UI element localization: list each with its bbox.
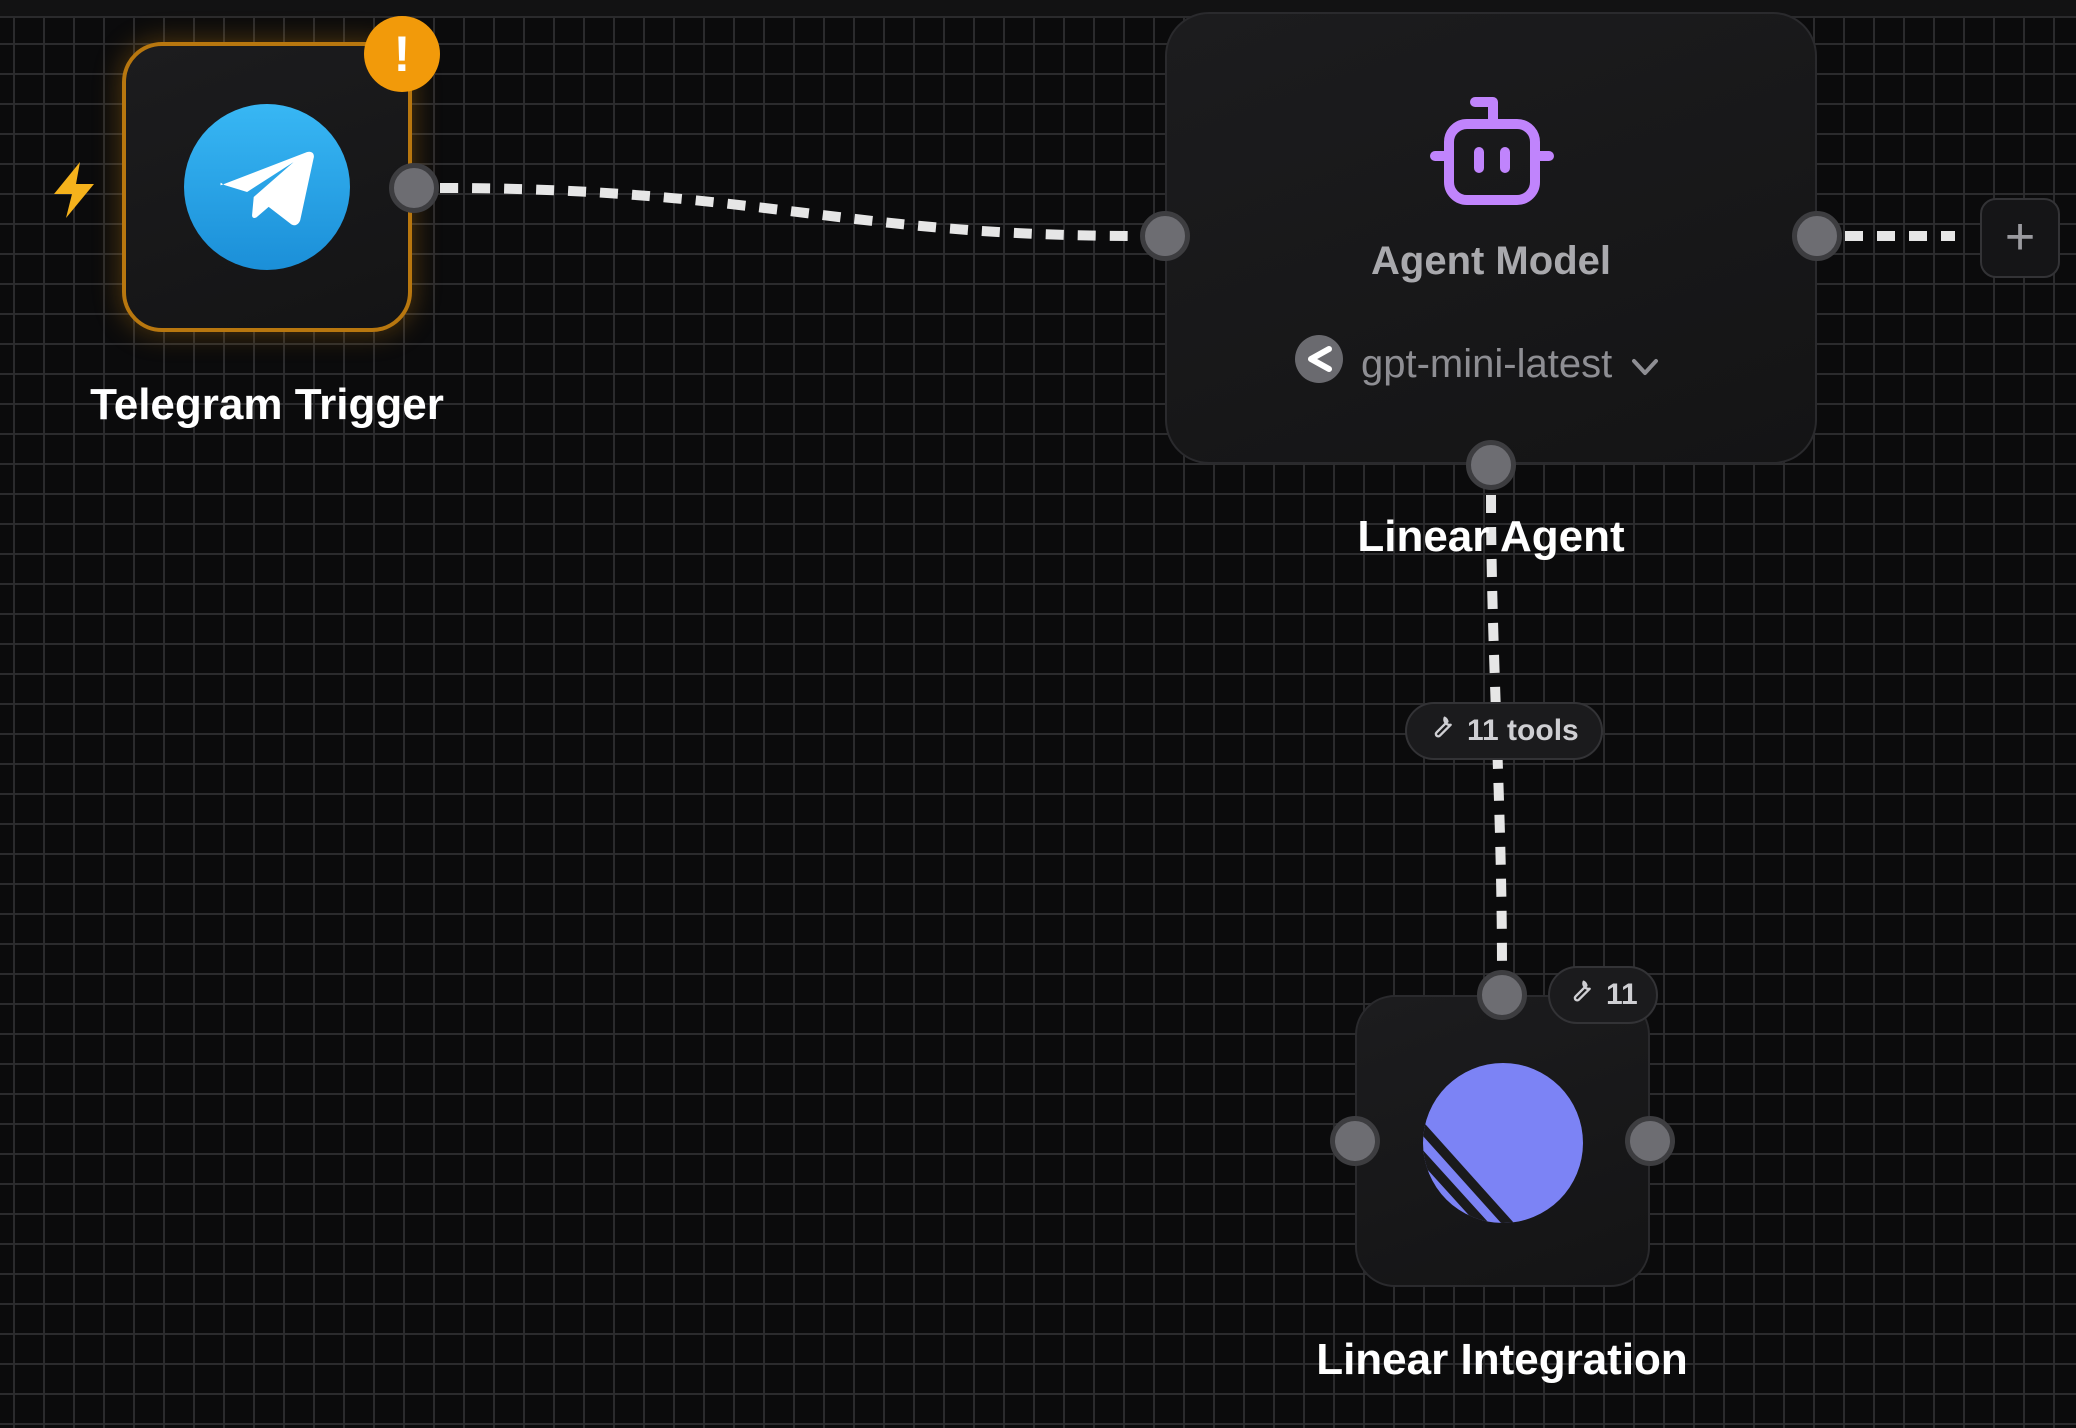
add-node-button[interactable]: + — [1980, 198, 2060, 278]
telegram-output-port[interactable] — [389, 163, 439, 213]
tools-count-pill[interactable]: 11 tools — [1405, 702, 1603, 760]
linear-logo-icon — [1423, 1063, 1583, 1228]
agent-card-title: Agent Model — [1371, 239, 1611, 283]
tools-badge-count: 11 — [1606, 978, 1638, 1011]
tools-pill-label: 11 tools — [1467, 714, 1579, 747]
linear-integration-label: Linear Integration — [1316, 1335, 1688, 1384]
wrench-icon — [1429, 714, 1455, 748]
linear-right-port[interactable] — [1625, 1116, 1675, 1166]
model-value: gpt-mini-latest — [1361, 341, 1613, 386]
warning-badge[interactable]: ! — [364, 16, 440, 92]
model-selector[interactable]: gpt-mini-latest — [1295, 335, 1660, 393]
edge-agent-to-tools — [1486, 494, 1507, 971]
agent-output-port[interactable] — [1792, 211, 1842, 261]
top-bar — [0, 0, 2076, 18]
agent-tools-port[interactable] — [1466, 440, 1516, 490]
agent-input-port[interactable] — [1140, 211, 1190, 261]
edge-telegram-to-agent — [439, 183, 1141, 241]
telegram-trigger-node[interactable] — [122, 42, 412, 332]
chevron-down-icon — [1630, 342, 1660, 387]
linear-integration-node[interactable] — [1355, 995, 1650, 1287]
lightning-icon — [48, 160, 100, 225]
tools-count-badge[interactable]: 11 — [1548, 966, 1658, 1024]
provider-logo-icon — [1295, 335, 1343, 393]
telegram-trigger-label: Telegram Trigger — [90, 380, 444, 429]
linear-top-port[interactable] — [1477, 970, 1527, 1020]
linear-left-port[interactable] — [1330, 1116, 1380, 1166]
linear-agent-label: Linear Agent — [1357, 512, 1625, 561]
agent-model-node[interactable]: Agent Model — [1165, 12, 1817, 464]
robot-icon — [1429, 96, 1555, 213]
telegram-icon — [184, 104, 350, 275]
wrench-icon — [1568, 978, 1594, 1012]
